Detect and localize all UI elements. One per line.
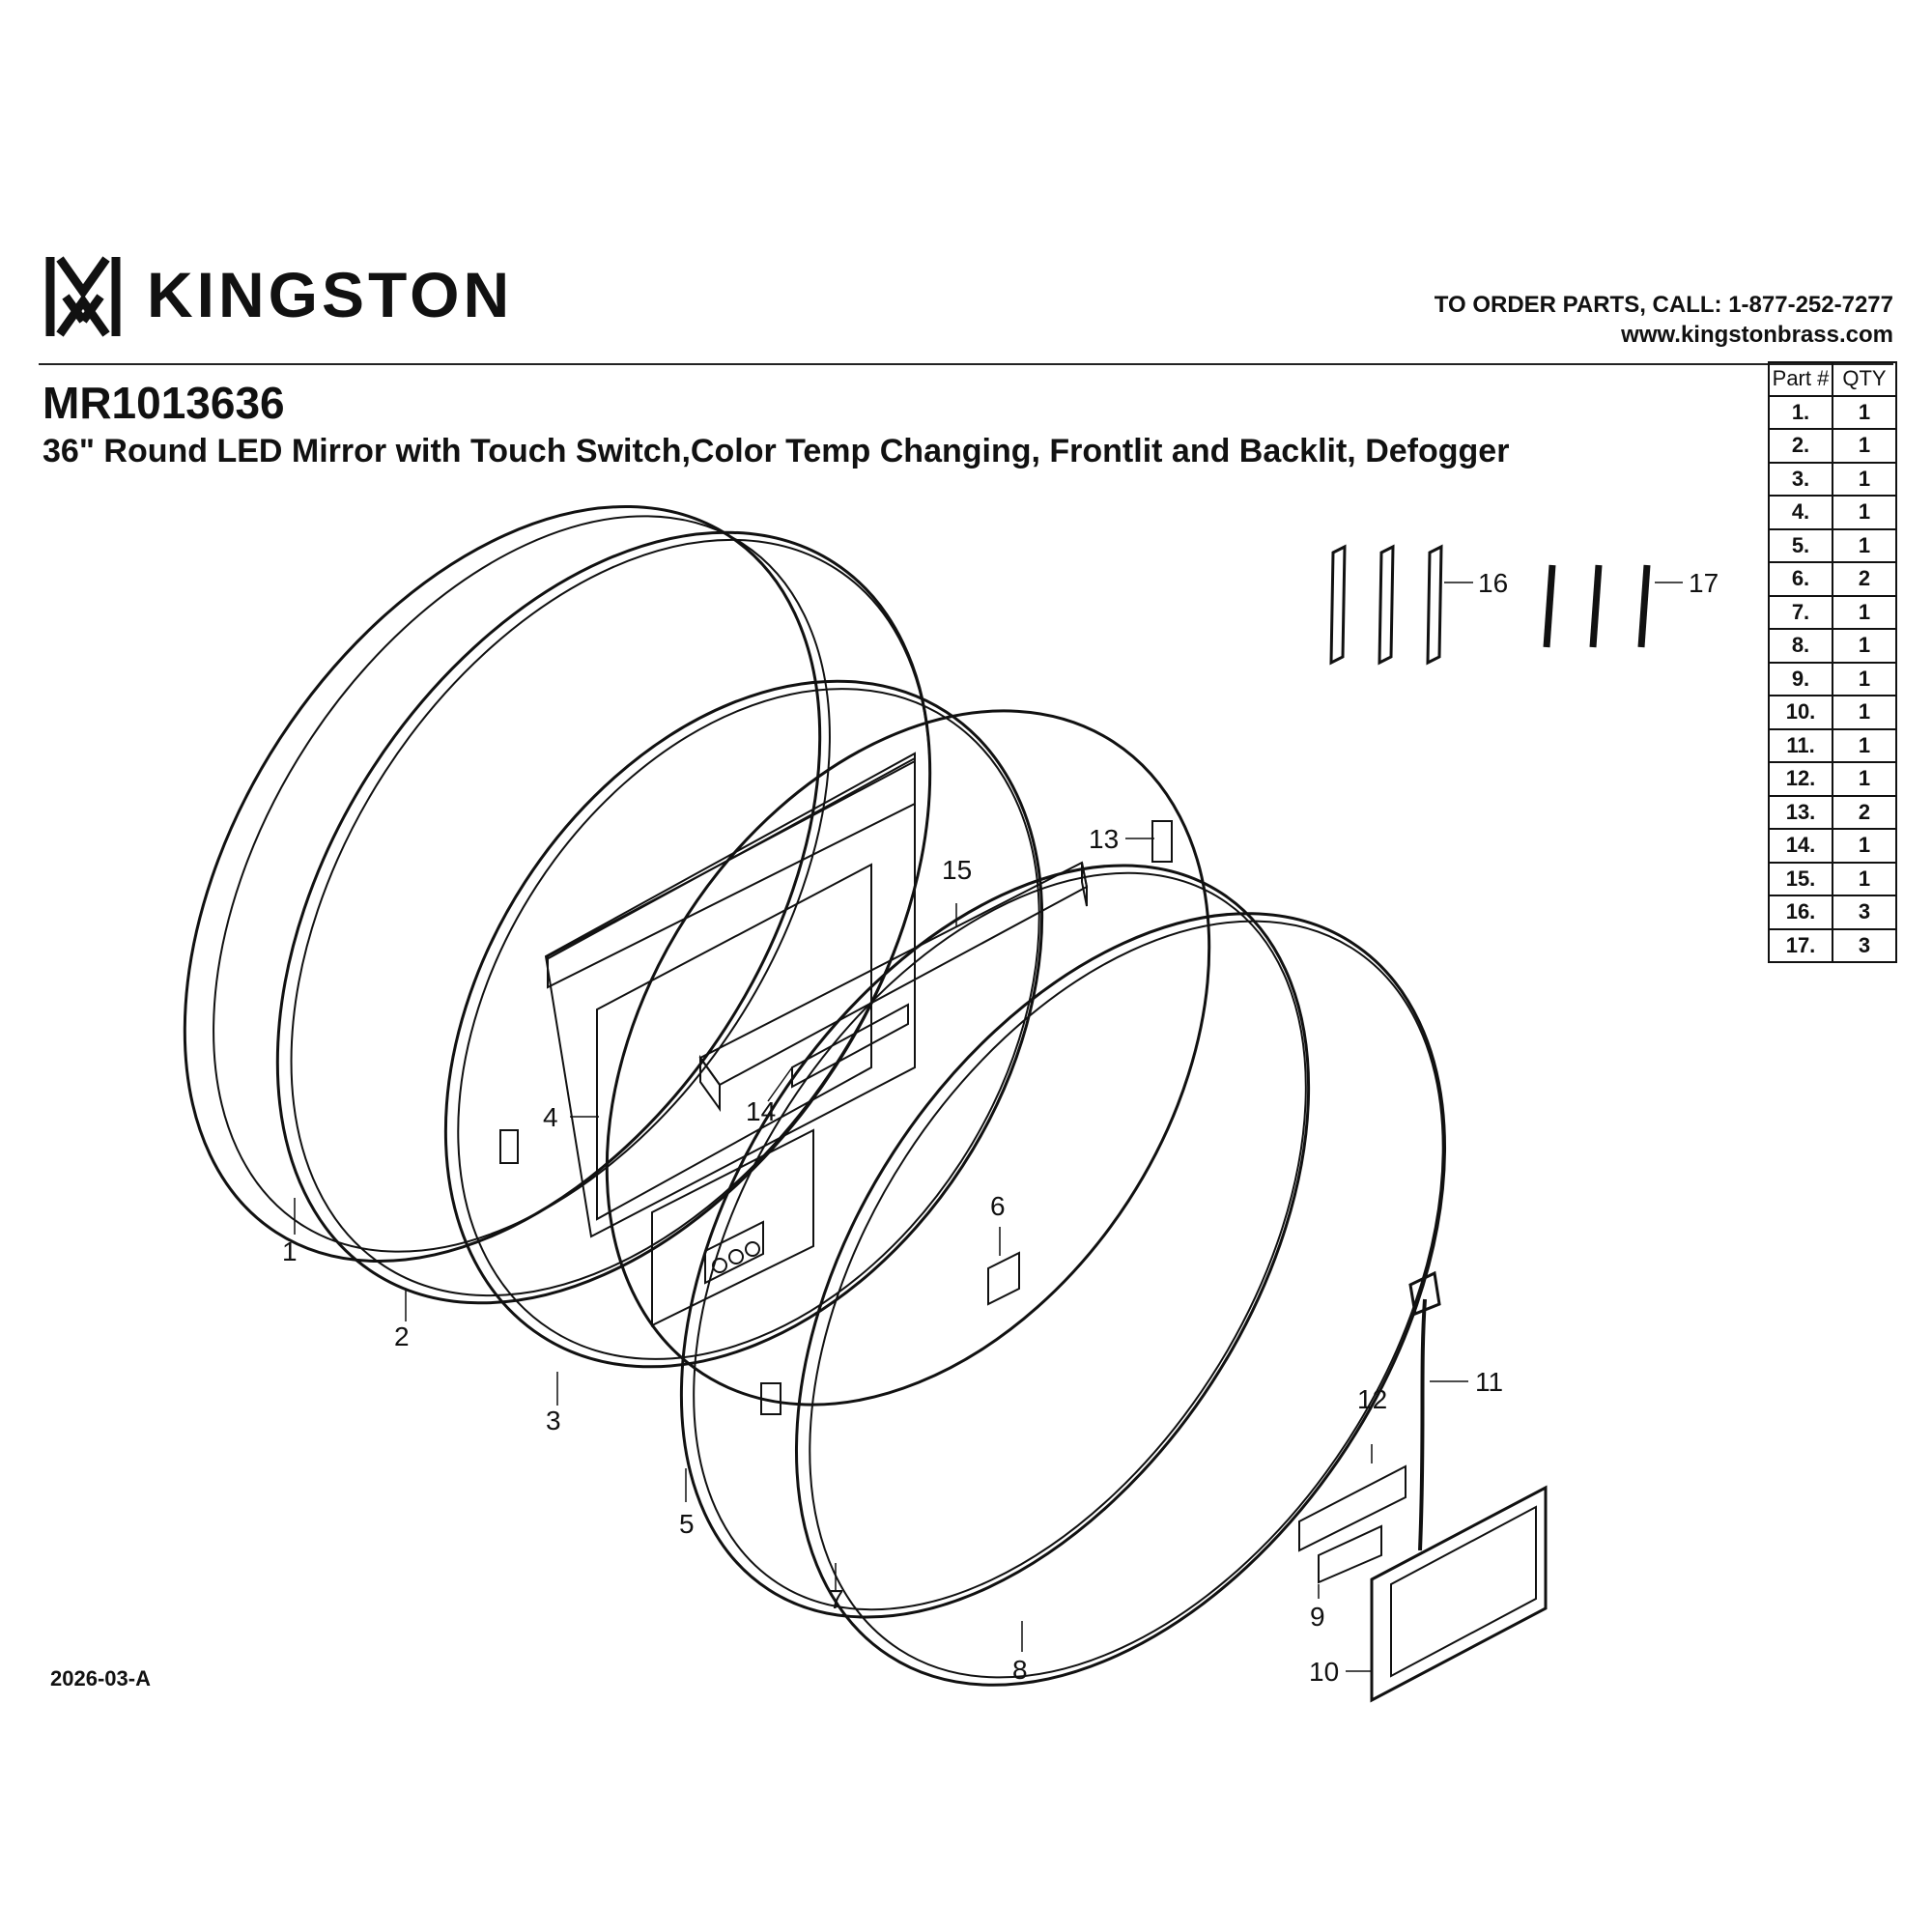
qty-cell: 1 (1832, 394, 1897, 430)
part-4-defogger-pad (544, 752, 916, 1238)
kingston-logo-icon (45, 256, 121, 337)
qty-cell: 1 (1832, 695, 1897, 730)
callout-16: 16 (1478, 568, 1508, 598)
part-3-mirror-back (443, 679, 1044, 1369)
part-number-cell: 13. (1768, 794, 1833, 830)
part-number-cell: 5. (1768, 527, 1833, 563)
header-divider (39, 363, 1893, 365)
part-8-front-frame (794, 912, 1447, 1687)
table-row: 14.1 (1768, 828, 1897, 864)
contact-info: TO ORDER PARTS, CALL: 1-877-252-7277 www… (1435, 290, 1893, 350)
table-row: 11.1 (1768, 727, 1897, 763)
part-number-cell: 11. (1768, 727, 1833, 763)
qty-cell: 2 (1832, 794, 1897, 830)
table-row: 1.1 (1768, 394, 1897, 430)
callout-3: 3 (546, 1406, 561, 1435)
part-number-cell: 15. (1768, 861, 1833, 896)
part-number-cell: 12. (1768, 761, 1833, 797)
callout-13: 13 (1089, 824, 1119, 854)
part-5-mirror-glass (605, 709, 1211, 1406)
part-number-cell: 3. (1768, 461, 1833, 497)
part-number-cell: 6. (1768, 561, 1833, 597)
callout-4: 4 (543, 1102, 558, 1132)
part-number-cell: 14. (1768, 828, 1833, 864)
part-number-cell: 8. (1768, 628, 1833, 664)
part-number-cell: 9. (1768, 661, 1833, 696)
callout-15: 15 (942, 855, 972, 885)
callout-17: 17 (1689, 568, 1719, 598)
qty-cell: 1 (1832, 861, 1897, 896)
table-row: 12.1 (1768, 761, 1897, 797)
qty-cell: 2 (1832, 561, 1897, 597)
part-number-cell: 1. (1768, 394, 1833, 430)
table-row: 15.1 (1768, 861, 1897, 896)
callout-8: 8 (1012, 1655, 1028, 1685)
part-12-driver (1298, 1464, 1406, 1552)
callout-5: 5 (679, 1509, 695, 1539)
callout-1: 1 (282, 1236, 298, 1266)
callout-7: 7 (829, 1584, 844, 1614)
table-row: 8.1 (1768, 628, 1897, 664)
revision-code: 2026-03-A (50, 1666, 151, 1690)
qty-cell: 3 (1832, 927, 1897, 963)
callout-6: 6 (990, 1191, 1006, 1221)
model-number: MR1013636 (43, 378, 285, 428)
table-row: 10.1 (1768, 695, 1897, 730)
parts-table-header: Part # QTY (1768, 361, 1897, 397)
qty-cell: 1 (1832, 428, 1897, 464)
header-qty: QTY (1832, 361, 1897, 397)
part-6-clip (987, 1251, 1020, 1306)
qty-cell: 1 (1832, 761, 1897, 797)
qty-cell: 3 (1832, 895, 1897, 930)
part-17-screws (1543, 564, 1651, 648)
part-9-label (1318, 1524, 1382, 1584)
table-row: 5.1 (1768, 527, 1897, 563)
qty-cell: 1 (1832, 461, 1897, 497)
part-number-cell: 10. (1768, 695, 1833, 730)
header-part: Part # (1768, 361, 1833, 397)
callout-14: 14 (746, 1096, 776, 1126)
table-row: 7.1 (1768, 594, 1897, 630)
part-11-power-cord (1418, 1298, 1427, 1551)
qty-cell: 1 (1832, 527, 1897, 563)
part-number-cell: 17. (1768, 927, 1833, 963)
part-number-cell: 16. (1768, 895, 1833, 930)
qty-cell: 1 (1832, 594, 1897, 630)
part-2-light-ring (275, 530, 932, 1305)
callout-2: 2 (394, 1321, 410, 1351)
qty-cell: 1 (1832, 495, 1897, 530)
qty-cell: 1 (1832, 727, 1897, 763)
callout-9: 9 (1310, 1602, 1325, 1632)
table-row: 13.2 (1768, 794, 1897, 830)
website[interactable]: www.kingstonbrass.com (1621, 322, 1893, 348)
callout-12: 12 (1357, 1384, 1387, 1414)
part-7-light-ring (679, 864, 1311, 1619)
table-row: 3.1 (1768, 461, 1897, 497)
table-row: 2.1 (1768, 428, 1897, 464)
part-number-cell: 2. (1768, 428, 1833, 464)
table-row: 6.2 (1768, 561, 1897, 597)
qty-cell: 1 (1832, 628, 1897, 664)
table-row: 4.1 (1768, 495, 1897, 530)
order-phone: TO ORDER PARTS, CALL: 1-877-252-7277 (1434, 292, 1893, 318)
table-row: 16.3 (1768, 895, 1897, 930)
part-16-wall-anchors (1329, 544, 1443, 666)
part-number-cell: 7. (1768, 594, 1833, 630)
part-10-control-box (1370, 1485, 1548, 1703)
product-description: 36" Round LED Mirror with Touch Switch,C… (43, 433, 1510, 469)
callout-10: 10 (1309, 1657, 1339, 1687)
qty-cell: 1 (1832, 661, 1897, 696)
callout-11: 11 (1475, 1367, 1503, 1397)
table-row: 9.1 (1768, 661, 1897, 696)
qty-cell: 1 (1832, 828, 1897, 864)
part-13-touch-switch (704, 1220, 764, 1285)
part-number-cell: 4. (1768, 495, 1833, 530)
table-row: 17.3 (1768, 927, 1897, 963)
brand-name: KINGSTON (147, 259, 514, 330)
